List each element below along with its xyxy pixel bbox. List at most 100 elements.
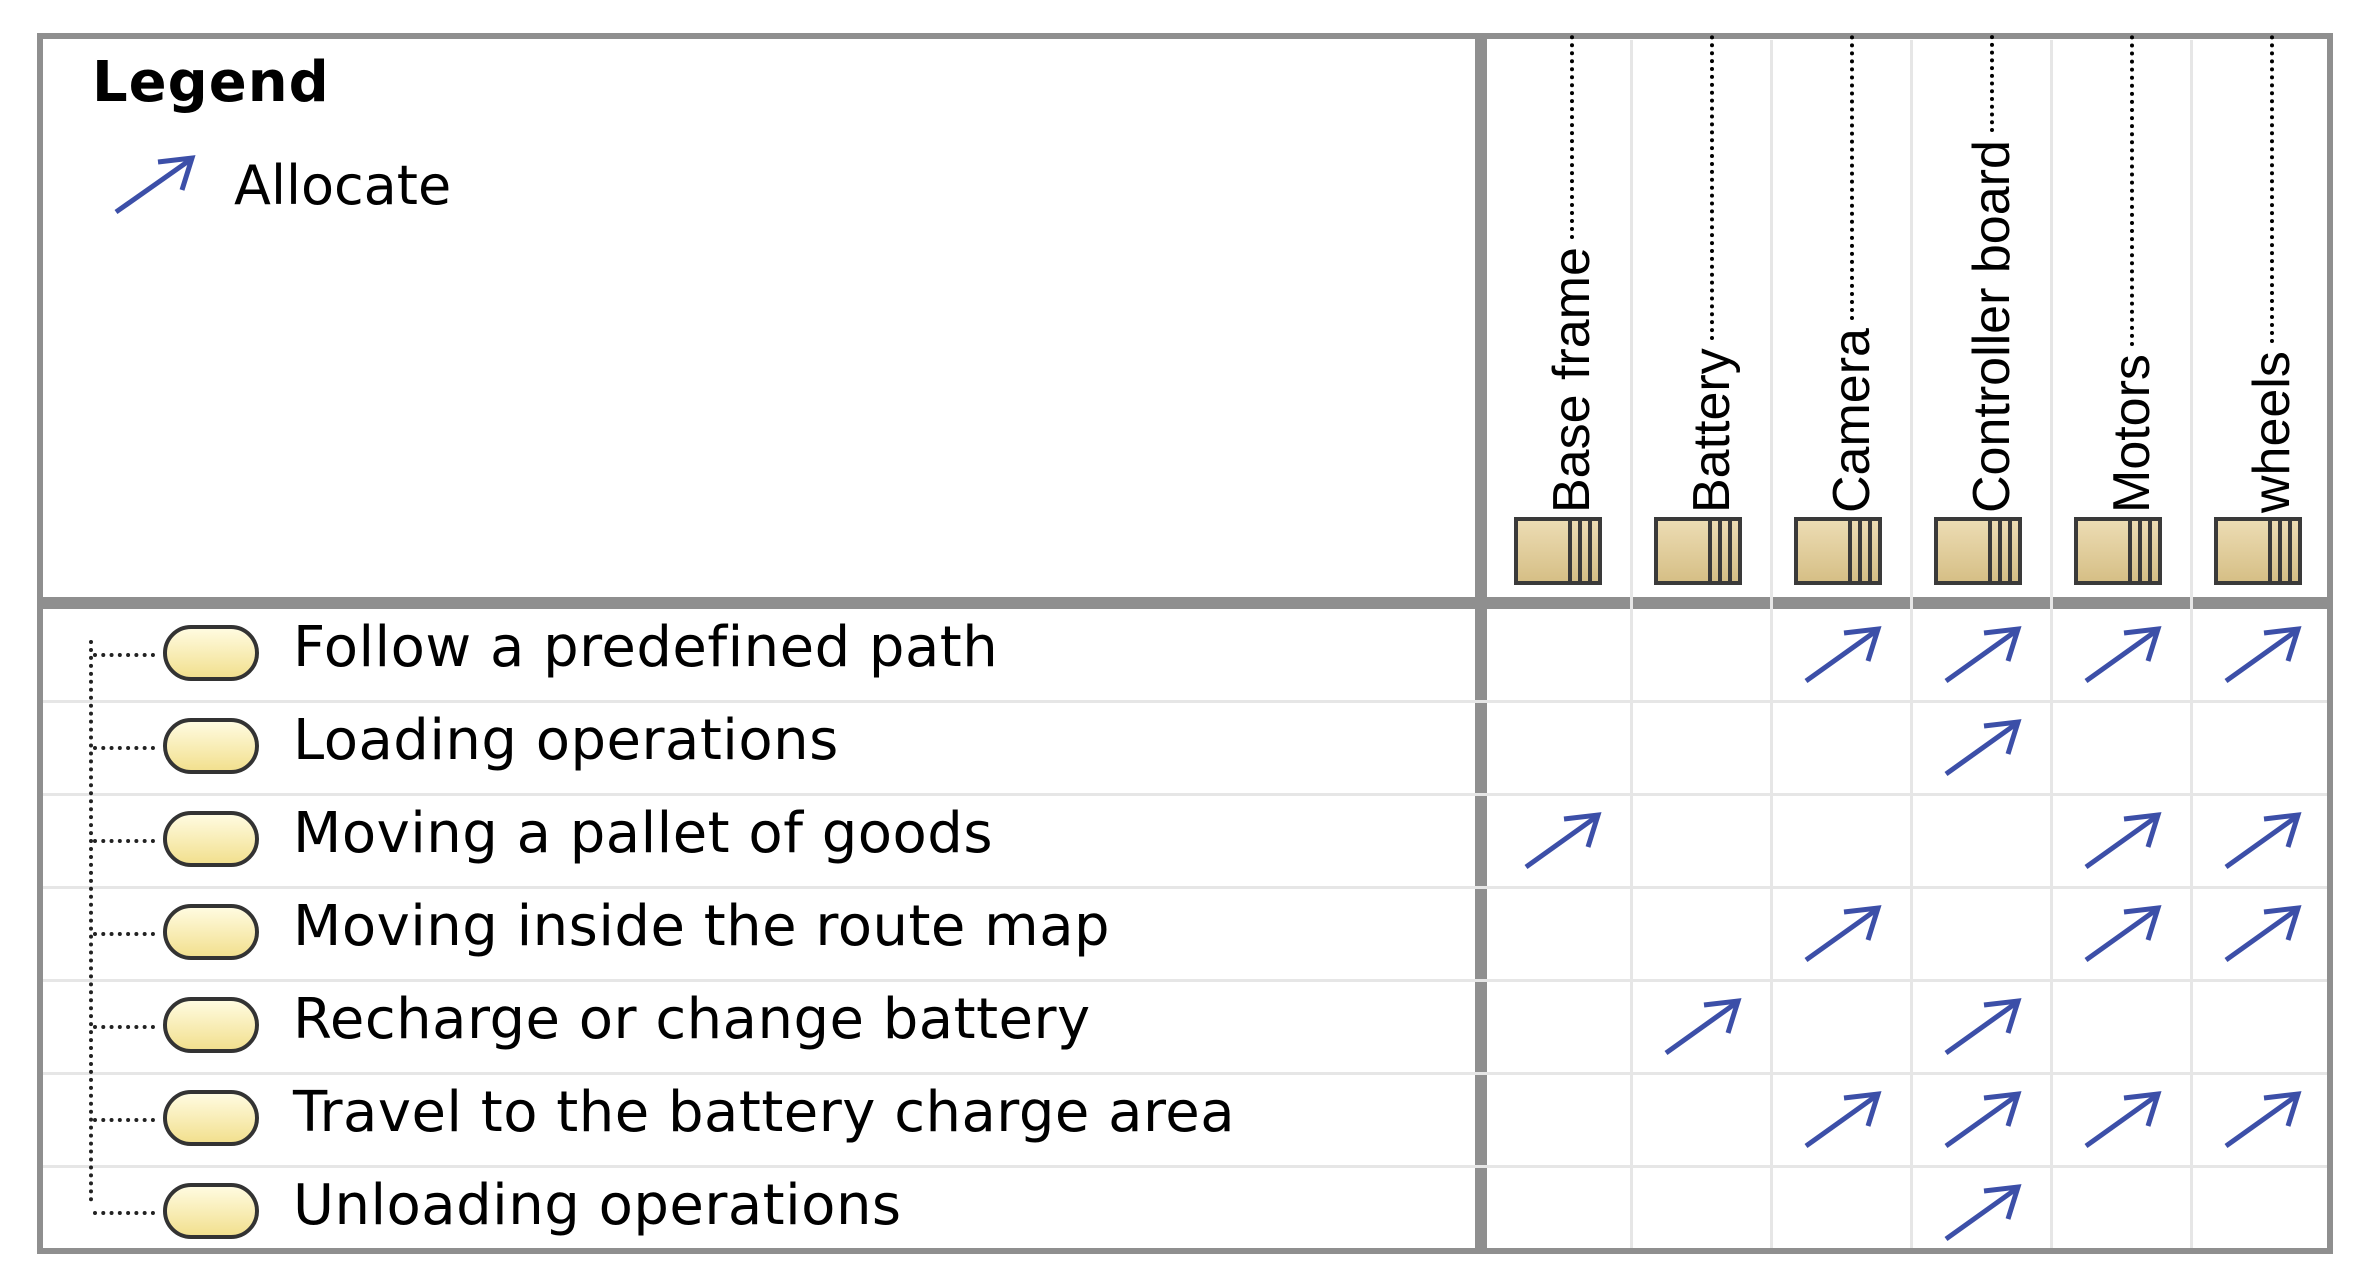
column-header[interactable]: Motors (2052, 35, 2192, 585)
matrix-cell[interactable] (2052, 1167, 2192, 1260)
allocate-arrow-icon (2224, 905, 2302, 963)
matrix-cell[interactable] (1632, 888, 1772, 981)
matrix-cell[interactable] (1772, 981, 1912, 1074)
matrix-cell[interactable] (2192, 1074, 2332, 1167)
tree-connector (89, 640, 93, 1202)
matrix-cell[interactable] (1492, 1167, 1632, 1260)
allocate-arrow-icon (1804, 905, 1882, 963)
grid-column-line (1630, 40, 1633, 1248)
matrix-row[interactable]: Moving inside the route map (43, 888, 1475, 981)
usecase-icon (163, 625, 259, 681)
matrix-cell[interactable] (1492, 702, 1632, 795)
usecase-icon (163, 1183, 259, 1239)
matrix-cell[interactable] (2192, 609, 2332, 702)
matrix-cell[interactable] (1492, 888, 1632, 981)
allocate-arrow-icon (1944, 1184, 2022, 1242)
matrix-cell[interactable] (1632, 609, 1772, 702)
matrix-row[interactable]: Loading operations (43, 702, 1475, 795)
matrix-cell[interactable] (2192, 1167, 2332, 1260)
matrix-cell[interactable] (1912, 609, 2052, 702)
column-header-leader (2130, 35, 2134, 347)
matrix-cell[interactable] (1632, 1074, 1772, 1167)
allocate-arrow-icon (2084, 812, 2162, 870)
matrix-cell[interactable] (1492, 795, 1632, 888)
tree-branch (93, 1025, 155, 1029)
column-header-leader (1990, 35, 1994, 133)
matrix-cell[interactable] (1772, 795, 1912, 888)
tree-branch (93, 1118, 155, 1122)
grid-column-line (1770, 40, 1773, 1248)
matrix-row[interactable]: Travel to the battery charge area (43, 1074, 1475, 1167)
grid-column-line (2190, 40, 2193, 1248)
usecase-icon (163, 718, 259, 774)
matrix-row[interactable]: Unloading operations (43, 1167, 1475, 1260)
matrix-cell[interactable] (1632, 1167, 1772, 1260)
row-label: Unloading operations (293, 1173, 902, 1238)
matrix-cell[interactable] (1772, 702, 1912, 795)
column-header-label: Battery (1683, 348, 1741, 513)
matrix-cell[interactable] (1772, 888, 1912, 981)
matrix-row[interactable]: Follow a predefined path (43, 609, 1475, 702)
column-header[interactable]: Base frame (1492, 35, 1632, 585)
matrix-row[interactable]: Moving a pallet of goods (43, 795, 1475, 888)
allocate-arrow-icon (1944, 719, 2022, 777)
matrix-cell[interactable] (2052, 795, 2192, 888)
grid-row-line (43, 793, 2327, 796)
usecase-icon (163, 811, 259, 867)
matrix-cell[interactable] (1912, 702, 2052, 795)
matrix-cell[interactable] (1912, 888, 2052, 981)
usecase-icon (163, 904, 259, 960)
matrix-cell[interactable] (1912, 981, 2052, 1074)
matrix-cell[interactable] (1632, 795, 1772, 888)
grid-row-line (43, 979, 2327, 982)
matrix-cell[interactable] (1492, 981, 1632, 1074)
column-header[interactable]: Battery (1632, 35, 1772, 585)
column-header-label-wrap: Base frame (1542, 35, 1602, 513)
block-icon (1654, 517, 1742, 585)
matrix-cell[interactable] (2052, 888, 2192, 981)
matrix-cell[interactable] (1492, 609, 1632, 702)
column-header-label-wrap: wheels (2242, 35, 2302, 513)
matrix-cell[interactable] (1912, 795, 2052, 888)
grid-row-line (43, 1165, 2327, 1168)
allocate-arrow-icon (2084, 1091, 2162, 1149)
matrix-cell[interactable] (2192, 702, 2332, 795)
matrix-cell[interactable] (2052, 609, 2192, 702)
matrix-cell[interactable] (2192, 795, 2332, 888)
tree-branch (93, 839, 155, 843)
matrix-cell[interactable] (1632, 981, 1772, 1074)
matrix-cell[interactable] (1492, 1074, 1632, 1167)
tree-branch (93, 932, 155, 936)
column-header[interactable]: Controller board (1912, 35, 2052, 585)
matrix-cell[interactable] (1772, 1074, 1912, 1167)
tree-branch (93, 746, 155, 750)
matrix-cell[interactable] (2192, 981, 2332, 1074)
matrix-cell[interactable] (2052, 981, 2192, 1074)
column-header[interactable]: Camera (1772, 35, 1912, 585)
column-header-label-wrap: Controller board (1962, 35, 2022, 513)
matrix-cell[interactable] (1632, 702, 1772, 795)
matrix-cell[interactable] (1772, 609, 1912, 702)
matrix-vertical-divider (1475, 33, 1487, 1254)
matrix-cell[interactable] (1912, 1167, 2052, 1260)
row-label: Moving inside the route map (293, 894, 1111, 959)
allocate-arrow-icon (2224, 1091, 2302, 1149)
allocate-arrow-icon (2224, 626, 2302, 684)
matrix-row[interactable]: Recharge or change battery (43, 981, 1475, 1074)
column-header-label: Camera (1823, 328, 1881, 513)
allocate-arrow-icon (1804, 1091, 1882, 1149)
column-header-label-wrap: Camera (1822, 35, 1882, 513)
matrix-cell[interactable] (2052, 1074, 2192, 1167)
block-icon (1514, 517, 1602, 585)
matrix-cell[interactable] (1912, 1074, 2052, 1167)
block-icon (2074, 517, 2162, 585)
matrix-cell[interactable] (2192, 888, 2332, 981)
matrix-cell[interactable] (2052, 702, 2192, 795)
row-label: Moving a pallet of goods (293, 801, 993, 866)
column-header[interactable]: wheels (2192, 35, 2332, 585)
matrix-horizontal-divider (37, 597, 2333, 609)
column-header-label: Controller board (1963, 140, 2021, 513)
column-header-leader (2270, 35, 2274, 344)
legend-label: Allocate (234, 154, 452, 217)
matrix-cell[interactable] (1772, 1167, 1912, 1260)
